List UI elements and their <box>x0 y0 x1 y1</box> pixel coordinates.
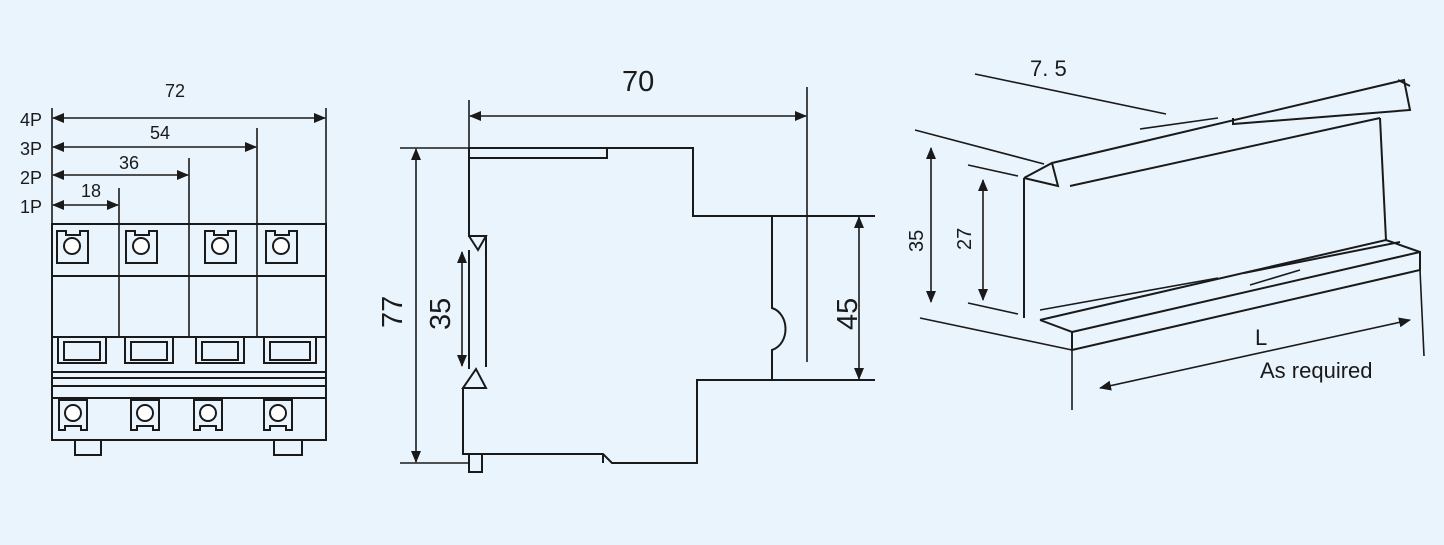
breaker-body <box>51 223 327 441</box>
length-note: As required <box>1260 358 1373 383</box>
pole-label-4p: 4P <box>20 110 42 130</box>
width-label-70: 70 <box>622 66 654 98</box>
pole-label-2p: 2P <box>20 168 42 188</box>
pole-label-3p: 3P <box>20 139 42 159</box>
dim-length <box>1099 317 1411 391</box>
rail-label-35: 35 <box>425 298 457 330</box>
length-label: L <box>1255 325 1267 350</box>
side-view: 70 77 35 45 <box>377 66 875 473</box>
bottom-terminals <box>58 399 303 456</box>
height-label-77: 77 <box>377 296 409 328</box>
inner-height-label: 27 <box>954 228 976 250</box>
pole-label-1p: 1P <box>20 197 42 217</box>
width-label-54: 54 <box>150 123 170 143</box>
front-view: 4P 3P 2P 1P 72 54 36 18 <box>20 81 327 456</box>
handle-profile <box>771 216 787 380</box>
rail-view: 7. 5 35 27 L As required <box>906 56 1425 410</box>
width-label-72: 72 <box>165 81 185 101</box>
top-terminals <box>56 230 298 264</box>
front-height-label-45: 45 <box>832 298 864 330</box>
width-label-18: 18 <box>81 181 101 201</box>
body-bottom-outline <box>462 379 875 464</box>
width-label-36: 36 <box>119 153 139 173</box>
rail-clip-lower <box>461 367 488 389</box>
handle-windows <box>57 336 317 364</box>
lip-label: 7. 5 <box>1030 56 1067 81</box>
outer-height-label: 35 <box>906 230 928 252</box>
rail-top-flange <box>1023 78 1412 179</box>
